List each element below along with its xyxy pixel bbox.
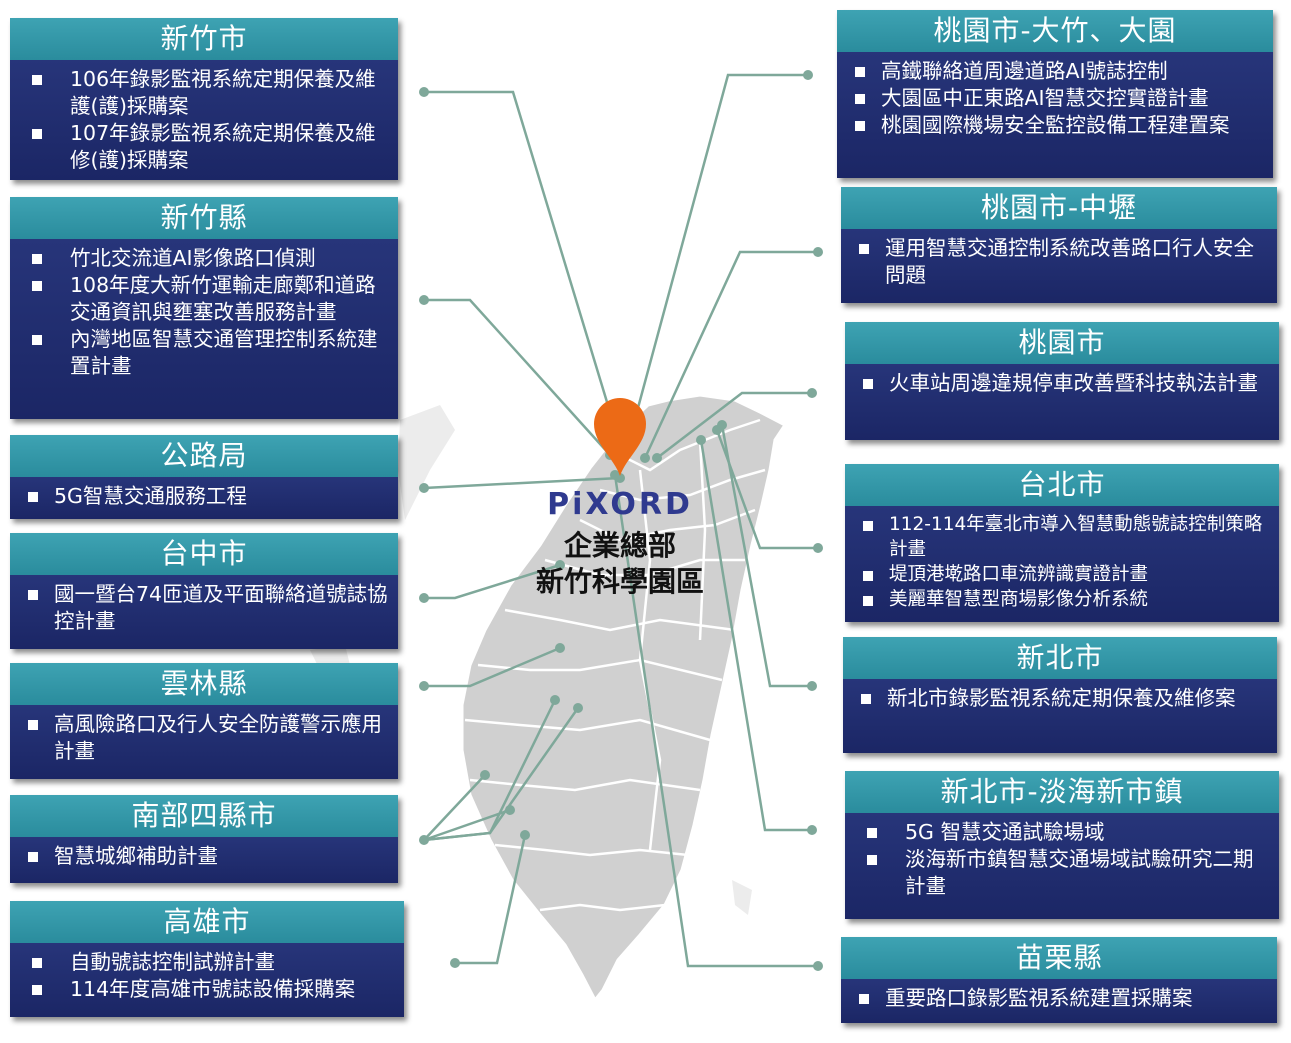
card-title: 桃園市-大竹、大園 [837, 10, 1273, 52]
list-item: 112-114年臺北市導入智慧動態號誌控制策略計畫 [859, 512, 1269, 562]
list-item: 淡海新市鎮智慧交通場域試驗研究二期計畫 [859, 846, 1269, 900]
list-item: 國一暨台74匝道及平面聯絡道號誌協控計畫 [24, 581, 388, 635]
card-body: 106年錄影監視系統定期保養及維護(護)採購案 107年錄影監視系統定期保養及維… [10, 60, 398, 180]
card-body: 重要路口錄影監視系統建置採購案 [841, 979, 1277, 1023]
card-taipei-city: 台北市 112-114年臺北市導入智慧動態號誌控制策略計畫 堤頂港墘路口車流辨識… [845, 464, 1279, 622]
card-title: 雲林縣 [10, 663, 398, 705]
list-item: 自動號誌控制試辦計畫 [24, 949, 394, 976]
list-item: 108年度大新竹運輸走廊鄭和道路交通資訊與壅塞改善服務計畫 [24, 272, 388, 326]
pixord-logo: PiXORD [547, 487, 693, 522]
card-title: 苗栗縣 [841, 937, 1277, 979]
card-title: 新北市-淡海新市鎮 [845, 771, 1279, 813]
card-body: 火車站周邊違規停車改善暨科技執法計畫 [845, 364, 1279, 440]
card-body: 5G智慧交通服務工程 [10, 477, 398, 519]
headquarters-line1: 企業總部 [563, 529, 676, 562]
list-item: 重要路口錄影監視系統建置採購案 [855, 985, 1267, 1012]
card-body: 國一暨台74匝道及平面聯絡道號誌協控計畫 [10, 575, 398, 649]
connector-lines [423, 73, 818, 968]
list-item: 火車站周邊違規停車改善暨科技執法計畫 [859, 370, 1269, 397]
list-item: 5G 智慧交通試驗場域 [859, 819, 1269, 846]
card-body: 竹北交流道AI影像路口偵測 108年度大新竹運輸走廊鄭和道路交通資訊與壅塞改善服… [10, 239, 398, 419]
list-item: 新北市錄影監視系統定期保養及維修案 [857, 685, 1267, 712]
list-item: 美麗華智慧型商場影像分析系統 [859, 587, 1269, 612]
card-yunlin-county: 雲林縣 高風險路口及行人安全防護警示應用計畫 [10, 663, 398, 779]
china-coast-silhouette [398, 405, 455, 520]
card-title: 南部四縣市 [10, 795, 398, 837]
card-body: 高鐵聯絡道周邊道路AI號誌控制 大園區中正東路AI智慧交控實證計畫 桃園國際機場… [837, 52, 1273, 178]
card-body: 運用智慧交通控制系統改善路口行人安全問題 [841, 229, 1277, 303]
card-southern-counties: 南部四縣市 智慧城鄉補助計畫 [10, 795, 398, 883]
list-item: 高鐵聯絡道周邊道路AI號誌控制 [851, 58, 1263, 85]
card-title: 公路局 [10, 435, 398, 477]
list-item: 智慧城鄉補助計畫 [24, 843, 388, 870]
card-taichung-city: 台中市 國一暨台74匝道及平面聯絡道號誌協控計畫 [10, 533, 398, 649]
card-body: 自動號誌控制試辦計畫 114年度高雄市號誌設備採購案 [10, 943, 404, 1017]
card-highway-bureau: 公路局 5G智慧交通服務工程 [10, 435, 398, 519]
card-body: 高風險路口及行人安全防護警示應用計畫 [10, 705, 398, 779]
card-title: 新竹市 [10, 18, 398, 60]
card-body: 5G 智慧交通試驗場域 淡海新市鎮智慧交通場域試驗研究二期計畫 [845, 813, 1279, 919]
island-silhouette [732, 880, 752, 915]
card-title: 高雄市 [10, 901, 404, 943]
card-miaoli-county: 苗栗縣 重要路口錄影監視系統建置採購案 [841, 937, 1277, 1023]
card-hsinchu-county: 新竹縣 竹北交流道AI影像路口偵測 108年度大新竹運輸走廊鄭和道路交通資訊與壅… [10, 197, 398, 419]
card-taoyuan-dazhu-dayuan: 桃園市-大竹、大園 高鐵聯絡道周邊道路AI號誌控制 大園區中正東路AI智慧交控實… [837, 10, 1273, 178]
card-title: 台北市 [845, 464, 1279, 506]
list-item: 運用智慧交通控制系統改善路口行人安全問題 [855, 235, 1267, 289]
list-item: 106年錄影監視系統定期保養及維護(護)採購案 [24, 66, 388, 120]
card-title: 桃園市-中壢 [841, 187, 1277, 229]
list-item: 竹北交流道AI影像路口偵測 [24, 245, 388, 272]
list-item: 桃園國際機場安全監控設備工程建置案 [851, 112, 1263, 139]
card-body: 112-114年臺北市導入智慧動態號誌控制策略計畫 堤頂港墘路口車流辨識實證計畫… [845, 506, 1279, 622]
card-new-taipei-tamsui: 新北市-淡海新市鎮 5G 智慧交通試驗場域 淡海新市鎮智慧交通場域試驗研究二期計… [845, 771, 1279, 919]
card-title: 台中市 [10, 533, 398, 575]
card-title: 新北市 [843, 637, 1277, 679]
card-new-taipei-city: 新北市 新北市錄影監視系統定期保養及維修案 [843, 637, 1277, 753]
location-pin-icon [594, 398, 646, 476]
list-item: 114年度高雄市號誌設備採購案 [24, 976, 394, 1003]
list-item: 107年錄影監視系統定期保養及維修(護)採購案 [24, 120, 388, 174]
list-item: 5G智慧交通服務工程 [24, 483, 388, 510]
headquarters-label: 企業總部 新竹科學園區 [510, 528, 730, 600]
card-title: 新竹縣 [10, 197, 398, 239]
card-taoyuan-city: 桃園市 火車站周邊違規停車改善暨科技執法計畫 [845, 322, 1279, 440]
card-kaohsiung-city: 高雄市 自動號誌控制試辦計畫 114年度高雄市號誌設備採購案 [10, 901, 404, 1017]
list-item: 高風險路口及行人安全防護警示應用計畫 [24, 711, 388, 765]
card-taoyuan-zhongli: 桃園市-中壢 運用智慧交通控制系統改善路口行人安全問題 [841, 187, 1277, 303]
card-title: 桃園市 [845, 322, 1279, 364]
headquarters-line2: 新竹科學園區 [535, 565, 704, 598]
list-item: 堤頂港墘路口車流辨識實證計畫 [859, 562, 1269, 587]
list-item: 大園區中正東路AI智慧交控實證計畫 [851, 85, 1263, 112]
county-borders [464, 418, 766, 912]
card-body: 新北市錄影監視系統定期保養及維修案 [843, 679, 1277, 753]
card-hsinchu-city: 新竹市 106年錄影監視系統定期保養及維護(護)採購案 107年錄影監視系統定期… [10, 18, 398, 180]
list-item: 內灣地區智慧交通管理控制系統建置計畫 [24, 326, 388, 380]
card-body: 智慧城鄉補助計畫 [10, 837, 398, 883]
